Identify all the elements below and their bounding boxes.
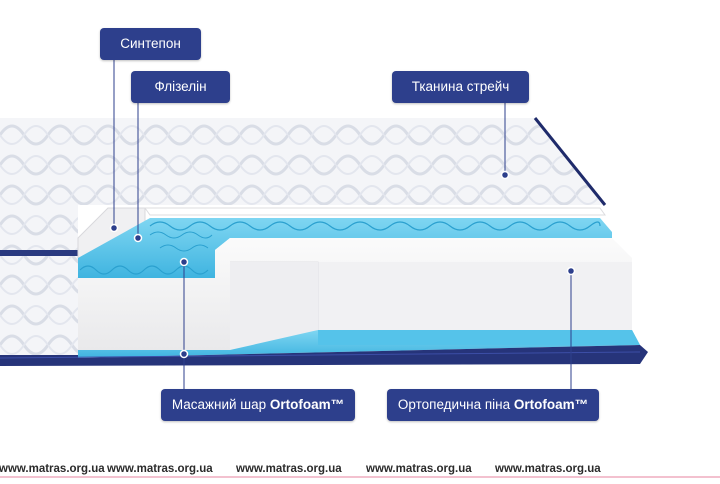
watermark-text: www.matras.org.ua bbox=[236, 463, 342, 475]
side-fabric-panel bbox=[0, 205, 78, 355]
stretch-fabric-label: Тканина стрейч bbox=[392, 71, 529, 103]
orthopedic-foam-label-brand: Ortofoam™ bbox=[513, 397, 589, 412]
orthopedic-foam-label-prefix: Ортопедична піна bbox=[397, 397, 514, 412]
flizelin-label-text: Флізелін bbox=[154, 79, 207, 94]
massage-layer-label-brand: Ortofoam™ bbox=[269, 397, 345, 412]
bottom-divider-line bbox=[0, 476, 720, 478]
massage-foam-layer bbox=[78, 218, 612, 278]
massage-layer-label: Масажний шар Ortofoam™ bbox=[161, 389, 355, 421]
watermark-row: www.matras.org.ua www.matras.org.ua www.… bbox=[0, 461, 720, 479]
massage-layer-label-prefix: Масажний шар bbox=[171, 397, 270, 412]
watermark-text: www.matras.org.ua bbox=[366, 463, 472, 475]
orthopedic-foam-right bbox=[318, 262, 632, 330]
sinteon-label: Синтепон bbox=[100, 28, 201, 60]
watermark-text: www.matras.org.ua bbox=[107, 463, 213, 475]
orthopedic-foam-label: Ортопедична піна Ortofoam™ bbox=[387, 389, 599, 421]
watermark-text: www.matras.org.ua bbox=[0, 463, 105, 475]
quilted-top-surface bbox=[0, 118, 605, 205]
watermark-text: www.matras.org.ua bbox=[495, 463, 601, 475]
sinteon-label-text: Синтепон bbox=[120, 36, 181, 51]
flizelin-layer bbox=[144, 207, 606, 216]
flizelin-label: Флізелін bbox=[131, 71, 230, 103]
stretch-fabric-label-text: Тканина стрейч bbox=[411, 79, 510, 94]
mattress-base-edge bbox=[0, 345, 648, 366]
